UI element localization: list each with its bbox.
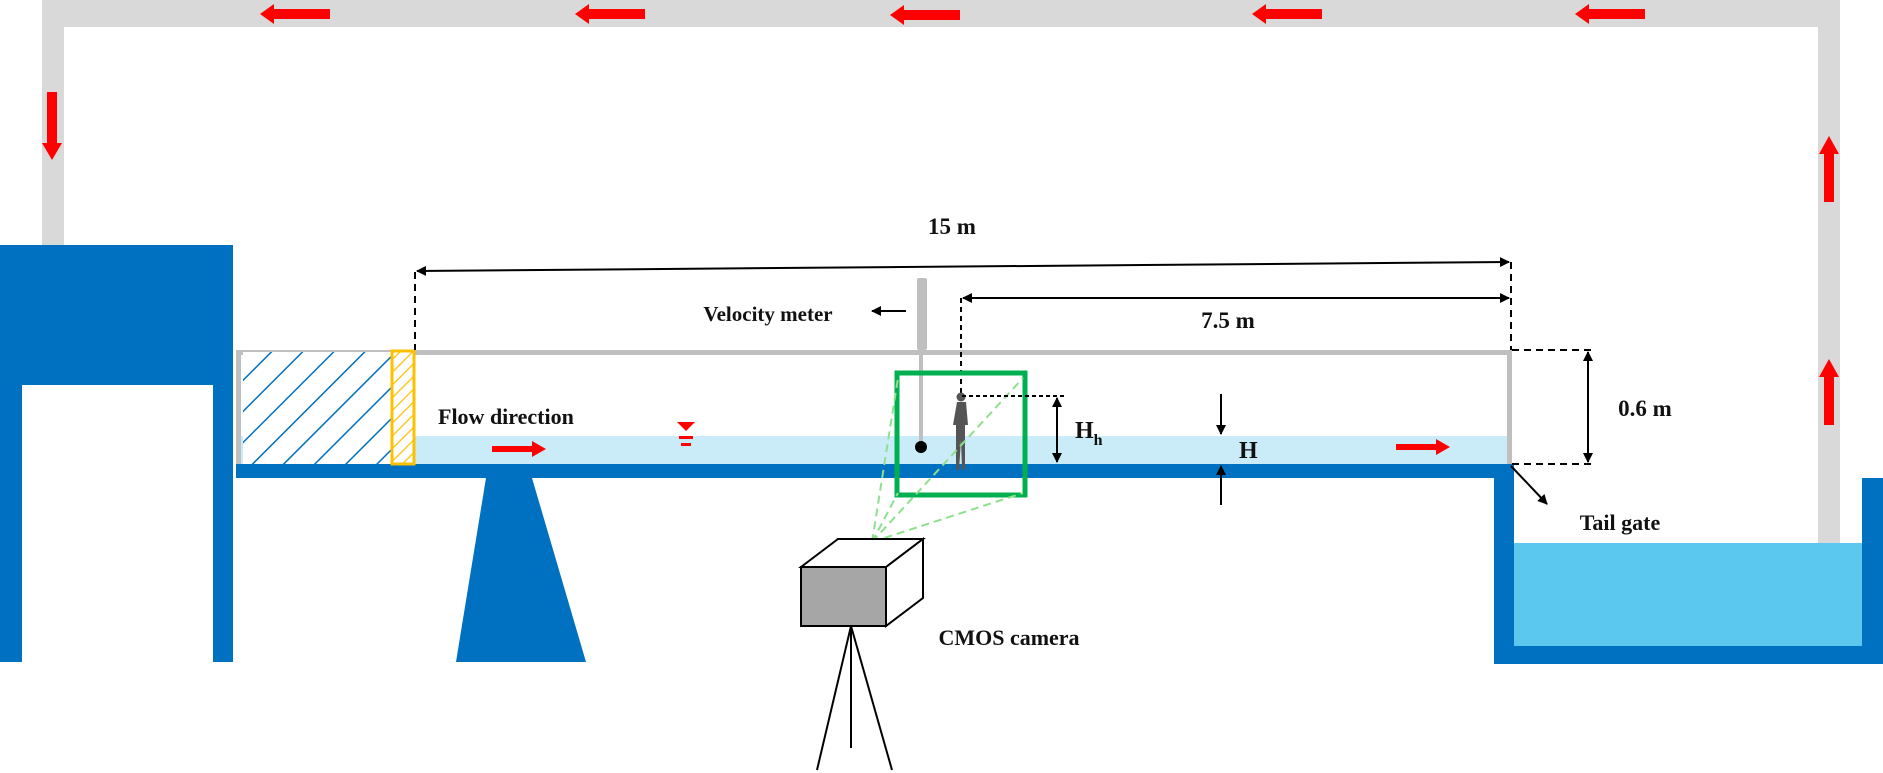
pipe-flow-arrow-left: [1252, 4, 1322, 24]
camera-label: CMOS camera: [938, 625, 1079, 650]
camera-box-icon: [798, 536, 926, 629]
water-depth-label: H: [1239, 438, 1258, 464]
probe-icon: [917, 278, 927, 350]
flow-direction-label: Flow direction: [438, 404, 574, 429]
tail-tank: [1494, 464, 1883, 664]
flume-bed: [236, 464, 1511, 478]
pipe-flow-arrow-down: [42, 92, 62, 160]
water-level-icon: [677, 422, 695, 446]
pipe-flow-arrow-left: [260, 4, 330, 24]
velocity-meter-label: Velocity meter: [703, 302, 832, 326]
pipe-flow-arrow-left: [575, 4, 645, 24]
model-height-dimension: Hh: [962, 395, 1103, 463]
head-tank: [0, 245, 233, 662]
flume-top-wall: [236, 350, 1511, 355]
return-pipe: [42, 0, 1840, 545]
view-lines: [871, 377, 1024, 543]
pipe-flow-arrow-left: [890, 5, 960, 25]
tail-gate-label: Tail gate: [1580, 510, 1661, 535]
water-depth-dimension: H: [1216, 394, 1258, 505]
model-distance-dimension: 7.5 m: [960, 293, 1510, 400]
view-frame: [894, 370, 1028, 498]
tail-tank-water: [1514, 543, 1862, 646]
flume-inlet-wall: [236, 350, 241, 464]
flow-straightener: [243, 349, 416, 466]
model-height-main: H: [1075, 418, 1094, 444]
distance-label: 7.5 m: [1201, 308, 1255, 333]
tail-gate: Tail gate: [1510, 465, 1661, 535]
pipe-flow-arrow-left: [1575, 4, 1645, 24]
camera-view: [871, 370, 1028, 543]
pipe-flow-arrow-up: [1819, 136, 1839, 202]
return-flow-arrows: [42, 4, 1839, 425]
model-height-sub: h: [1094, 432, 1103, 449]
depth-label: 0.6 m: [1618, 396, 1672, 421]
model-height-label: Hh: [1075, 418, 1103, 449]
flow-arrow-icon: [1396, 439, 1450, 455]
velocity-meter: Velocity meter: [703, 278, 927, 453]
flume-length-label: 15 m: [928, 214, 976, 239]
tripod: [816, 625, 893, 771]
flume-support: [456, 478, 586, 662]
depth-dimension: 0.6 m: [1512, 349, 1672, 465]
pipe-flow-arrow-up: [1819, 359, 1839, 425]
flow-direction: Flow direction: [438, 404, 1450, 457]
flume-end-wall: [1507, 350, 1512, 464]
length-dimension: 15 m: [414, 214, 1512, 350]
human-figure-icon: [953, 392, 968, 470]
flow-arrow-icon: [492, 441, 546, 457]
probe-tip-icon: [915, 441, 927, 453]
